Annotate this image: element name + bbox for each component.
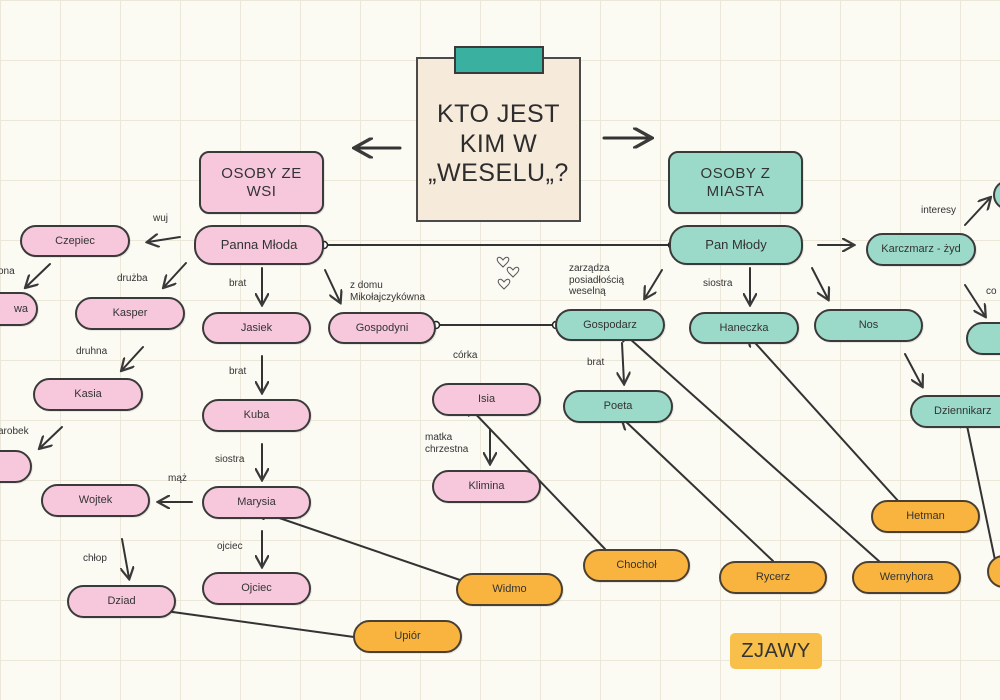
category-city[interactable]: OSOBY Z MIASTA [668,151,803,214]
edge-kasper-kasia [122,346,144,370]
node-dziennikarz[interactable]: Dziennikarz [910,395,1000,428]
node-kuba[interactable]: Kuba [202,399,311,432]
label-brat-2: brat [229,366,247,377]
node-gospodyni[interactable]: Gospodyni [328,312,436,344]
edge-czepiec-left [26,263,51,287]
label-siostra-2: siostra [703,278,733,289]
node-pan-mlody[interactable]: Pan Młody [669,225,803,265]
label-interesy: interesy [921,205,957,216]
node-nos[interactable]: Nos [814,309,923,342]
label-ojciec: ojciec [217,541,243,552]
node-klimina[interactable]: Klimina [432,470,541,503]
node-rycerz[interactable]: Rycerz [719,561,827,594]
edge-karczmarz-rightb [964,284,985,316]
node-gospodarz[interactable]: Gospodarz [555,309,665,341]
label-zarzadza: zarządza posiadłością weselną [569,263,625,297]
label-brat-3: brat [587,357,605,368]
node-karczmarz[interactable]: Karczmarz - żyd [866,233,976,266]
label-siostra-1: siostra [215,454,245,465]
edge-panna-czepiec [148,237,181,242]
edge-hetman-haneczka [748,335,901,504]
node-hetman[interactable]: Hetman [871,500,980,533]
node-marysia[interactable]: Marysia [202,486,311,519]
node-chochol[interactable]: Chochoł [583,549,690,582]
label-chlop: chłop [83,553,107,564]
edge-right-dziennikarz [965,416,996,561]
label-druhna: druhna [76,346,108,357]
edge-karczmarz-right [964,198,990,226]
edge-widmo-marysia [256,510,461,581]
node-haneczka[interactable]: Haneczka [689,312,799,344]
node-kasia[interactable]: Kasia [33,378,143,411]
label-matka-chrzestna: matka chrzestna [425,432,469,455]
category-ghosts: ZJAWY [730,633,822,669]
edge-kasia-left [40,426,63,448]
label-parobek: arobek [0,426,29,437]
edge-nos-dziennikarz [904,353,922,386]
edge-gospodarz-poeta [622,342,624,383]
node-widmo[interactable]: Widmo [456,573,563,606]
node-isia[interactable]: Isia [432,383,541,416]
label-maz: mąż [168,473,187,484]
node-panna-mloda[interactable]: Panna Młoda [194,225,324,265]
edge-panna-gospodyni [324,269,340,302]
category-village[interactable]: OSOBY ZE WSI [199,151,324,214]
label-druzba: drużba [117,273,148,284]
node-upior[interactable]: Upiór [353,620,462,653]
node-edge-left-b[interactable] [0,450,32,483]
label-wuj: wuj [153,213,169,224]
edge-pan-gospodarz [645,269,663,298]
node-czepiec[interactable]: Czepiec [20,225,130,257]
label-corka: córka [453,350,478,361]
node-edge-right-b[interactable] [966,322,1000,355]
node-jasiek[interactable]: Jasiek [202,312,311,344]
tape-decoration [454,46,544,74]
edge-wojtek-dziad [122,538,129,578]
edge-panna-kasper [164,262,187,287]
node-dziad[interactable]: Dziad [67,585,176,618]
label-co: co [986,286,997,297]
node-kasper[interactable]: Kasper [75,297,185,330]
node-poeta[interactable]: Poeta [563,390,673,423]
node-wojtek[interactable]: Wojtek [41,484,150,517]
label-brat-1: brat [229,278,247,289]
node-edge-left-a[interactable]: wa [0,292,38,326]
node-wernyhora[interactable]: Wernyhora [852,561,961,594]
title-card: KTO JEST KIM W „WESELU„? [416,57,581,222]
edge-rycerz-poeta [622,418,774,562]
edge-pan-nos [811,267,828,299]
edge-wernyhora-gospodarz [620,330,891,572]
node-ojciec[interactable]: Ojciec [202,572,311,605]
label-ona: ona [0,266,15,277]
label-z-domu: z domu Mikołajczykówna [350,280,426,303]
hearts-icon [496,256,520,290]
